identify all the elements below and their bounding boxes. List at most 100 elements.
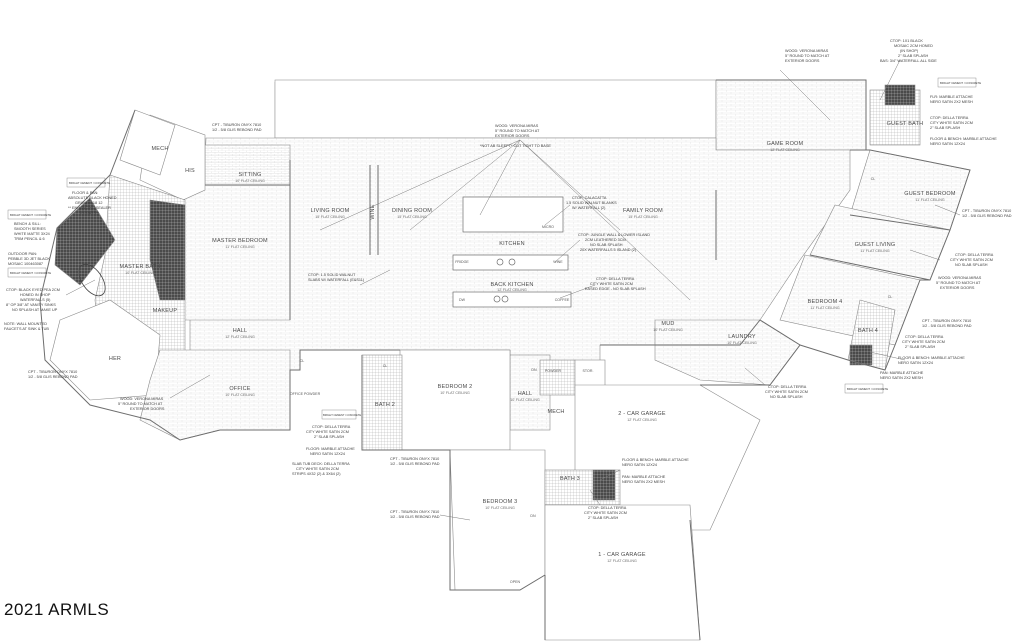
note-tiburon-b2-2: 1/2 - 5/8 GLIS REBOND PAD	[390, 462, 440, 466]
mech-top-room	[119, 109, 176, 176]
note-ctop-eyed-3: WATERFALLS (5)	[20, 298, 51, 302]
label-fridge: FRIDGE	[455, 260, 469, 264]
note-pan-3: MOSAIC 100463087	[8, 262, 43, 266]
note-box-4: BRIGHT CEMENT / CONCRETE	[10, 271, 51, 275]
master-bedroom-floor	[169, 184, 291, 321]
note-verona-office-3: EXTERIOR DOORS	[130, 407, 165, 411]
leader-calacatta	[544, 204, 571, 226]
leader-guest-top	[879, 59, 901, 101]
note-slab-tub-2: CITY WHITE SATIN 2CM	[296, 467, 339, 471]
label-office-sub: 10' FLAT CEILING	[225, 393, 255, 397]
note-ctop-della-bk-1: CTOP: DELLA TERRA	[596, 277, 635, 281]
note-ctop-black-3: (IN SHOP)	[900, 49, 919, 53]
label-laundry: LAUNDRY	[728, 334, 756, 340]
note-ctop-jungle-4: 20X WATERFALLS 5 ISLAND (2)	[580, 248, 637, 252]
label-cl-4: CL	[888, 295, 893, 299]
master-tub	[78, 263, 106, 297]
note-floor-bench-b4-1: FLOOR & BENCH: MARBLE ATTACHE	[898, 356, 965, 360]
label-hall-mid: HALL	[518, 391, 533, 397]
label-his: HIS	[185, 168, 195, 174]
label-bedroom3: BEDROOM 3	[483, 499, 518, 505]
note-verona-tr-2: 5" ROUND TO MATCH AT	[785, 54, 830, 58]
note-ctop-della-b2-1: CTOP: DELLA TERRA	[312, 425, 351, 429]
wall-guest-div1	[849, 214, 951, 231]
label-mech-top: MECH	[152, 146, 169, 152]
note-bench-1: BENCH & SILL:	[14, 222, 41, 226]
note-ctop-della-b4-3: 2" SLAB SPLASH	[905, 345, 936, 349]
leader-della-bk	[559, 284, 596, 299]
note-floor-bench-gb-1: FLOOR & BENCH: MARBLE ATTACHE	[930, 137, 997, 141]
label-dw: DW	[459, 298, 466, 302]
label-dining-room-sub: 15' FLAT CEILING	[397, 215, 427, 219]
label-bedroom2: BEDROOM 2	[438, 384, 473, 390]
label-open: OPEN	[510, 580, 521, 584]
kitchen-counter	[452, 254, 569, 271]
label-micro: MICRO	[542, 225, 554, 229]
note-tiburon-b3-2: 1/2 - 5/8 GLIS REBOND PAD	[390, 515, 440, 519]
note-ctop-calacatta-1: CTOP: CALACATTA	[572, 196, 607, 200]
note-verona-top-3: EXTERIOR DOORS	[495, 134, 530, 138]
label-guest-living: GUEST LIVING	[855, 242, 896, 248]
note-box-1-frame	[937, 77, 977, 88]
wall-game-room	[716, 79, 867, 150]
note-tiburon-pad-2: 1/2 - 5/8 GLIS REBOND PAD	[212, 128, 262, 132]
label-stor: STOR.	[583, 369, 594, 373]
label-wine-fix: WINE	[553, 260, 563, 264]
note-ctop-jungle-1: CTOP: JUNGLE WALL & LOWER ISLAND	[578, 233, 650, 237]
label-bath3: BATH 3	[560, 476, 580, 482]
note-verona-office-2: 5" ROUND TO MATCH AT	[118, 402, 163, 406]
note-floor-b2-1: FLOOR: MARBLE ATTACHE	[306, 447, 355, 451]
leader-laundry	[744, 367, 766, 386]
leader-bath3	[589, 489, 601, 506]
note-box-3-frame	[7, 209, 47, 220]
wall-laundry	[600, 319, 801, 386]
note-floor-master-2: ABSOLUTE BLACK HONED	[68, 196, 117, 200]
label-her: HER	[109, 356, 121, 362]
leader-bedroom3	[439, 514, 471, 521]
master-shower-tile	[149, 199, 186, 301]
note-ctop-black-2: MOSAIC 2CM HONED	[894, 44, 933, 48]
note-pan-b3-1: PAN: MARBLE ATTACHE	[622, 475, 666, 479]
note-box-5-frame	[844, 383, 884, 394]
note-floor-b2-2: NERO SATIN 12X24	[310, 452, 345, 456]
note-ctop-della-laundry-1: CTOP: DELLA TERRA	[768, 385, 807, 389]
label-wine: WINE	[370, 204, 376, 219]
note-pan-b4-1: PAN: MARBLE ATTACHE	[880, 371, 924, 375]
sink-1	[496, 258, 504, 266]
bedroom-2-floor	[399, 349, 511, 451]
note-verona-office-1: WOOD: VERONA MIRAS	[120, 397, 164, 401]
label-kitchen: KITCHEN	[499, 241, 525, 247]
label-mud: MUD	[661, 321, 674, 327]
note-box-3: BRIGHT CEMENT / CONCRETE	[10, 213, 51, 217]
note-verona-tr-3: EXTERIOR DOORS	[785, 59, 820, 63]
wall-bath2-bedroom2	[361, 355, 546, 591]
note-bench-4: TRIM PENCIL & 6	[14, 237, 45, 241]
label-master-bath-sub: 10' FLAT CEILING	[125, 271, 155, 275]
label-sitting: SITTING	[238, 172, 261, 178]
watermark-text: 2021 ARMLS	[4, 600, 110, 619]
note-ctop-eyed-5: NO SPLASH AT MAKE UP	[12, 308, 58, 312]
note-tiburon-her-1: CPT - TIBURON ONYX 7810	[28, 370, 77, 374]
label-guest-bedroom: GUEST BEDROOM	[904, 191, 956, 197]
note-floor-master-1: FLOOR & PAN:	[72, 191, 98, 195]
note-wall-mount-2: FAUCETS AT SINK & TUB	[4, 327, 49, 331]
sink-3	[493, 295, 501, 303]
note-verona-guest-1: WOOD: VERONA MIRAS	[938, 276, 982, 280]
leader-verona-2	[409, 139, 521, 231]
note-ctop-jungle-2: 2CM LEATHERED 3CM	[585, 238, 626, 242]
note-tiburon-gbr-2: 1/2 - 5/8 GLIS REBOND PAD	[962, 214, 1012, 218]
label-hall-left: HALL	[233, 328, 248, 334]
label-powder: POWDER	[545, 369, 562, 373]
note-ctop-della-bk-3: EASED EDGE - NO SLAB SPLASH	[585, 287, 646, 291]
note-floor-marble-1: FLR: MARBLE ATTACHE	[930, 95, 973, 99]
note-tiburon-b4-1: CPT - TIBURON ONYX 7810	[922, 319, 971, 323]
label-office: OFFICE	[229, 386, 250, 392]
label-master-bedroom-sub: 11' FLAT CEILING	[225, 245, 254, 249]
note-box-6-frame	[321, 409, 357, 420]
label-guest-bedroom-sub: 11' FLAT CEILING	[915, 198, 944, 202]
sink-2	[508, 258, 516, 266]
label-bedroom4: BEDROOM 4	[808, 299, 843, 305]
note-floor-bench-gb-2: NERO SATIN 12X24	[930, 142, 965, 146]
room-labels: MECH HIS SITTING 10' FLAT CEILING MASTER…	[109, 121, 956, 584]
